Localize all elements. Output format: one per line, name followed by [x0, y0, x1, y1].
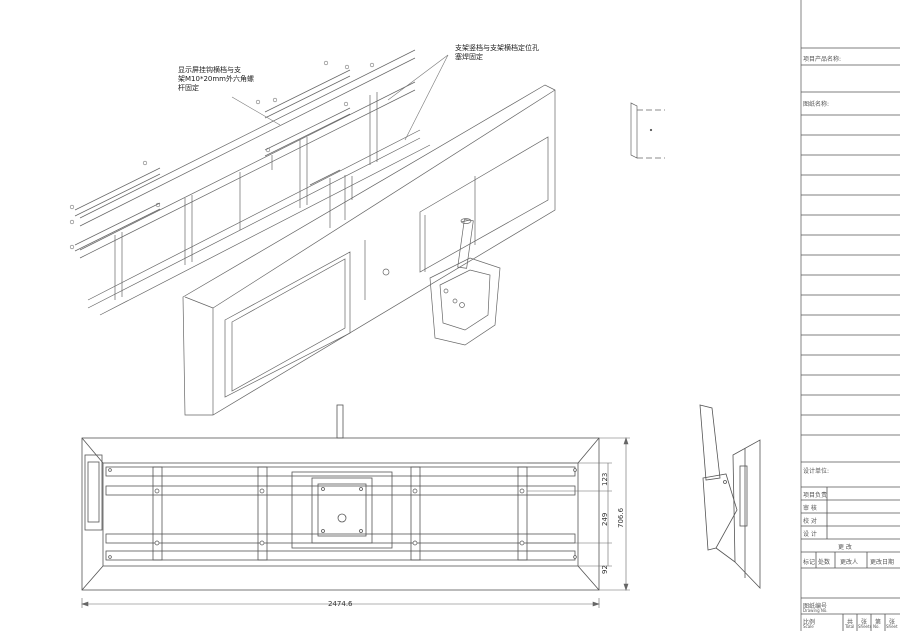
tb-drawing-name: 图纸名称: [803, 101, 830, 108]
tb-change-col-count: 处数 [818, 559, 831, 566]
tb-sheet-total-en: Total [845, 624, 855, 629]
tb-project-name: 项目产品名称: [803, 56, 842, 63]
tb-change-col-mark: 标记 [803, 559, 816, 566]
tb-row-review: 审 核 [803, 505, 817, 512]
display-housing-iso [182, 84, 556, 416]
tb-sheet-total-unit: 张 [861, 619, 868, 626]
tb-drawing-number-en: Drawing No. [803, 608, 828, 613]
title-block-frame [800, 0, 900, 631]
dimension-lines [81, 437, 630, 608]
tb-sheet-total-unit-en: Sheets [858, 624, 872, 629]
note-hook-fixing: 显示屏挂钩横档与支 架M10*20mm外六角螺 杆固定 [178, 66, 254, 92]
exploded-rack-frame [74, 49, 431, 316]
tb-change-col-person: 更改人 [840, 559, 859, 566]
tb-row-project-lead: 项目负责 [803, 492, 828, 499]
elevation-bolts [108, 468, 577, 559]
tb-sheet-no: 第 [875, 619, 882, 626]
note-leaders [231, 54, 449, 141]
tb-change-col-date: 更改日期 [870, 559, 895, 566]
tb-change-header: 更 改 [838, 544, 852, 551]
note-weld-fixing: 支架竖档与支架横档定位孔 塞焊固定 [455, 44, 539, 61]
tb-drawing-number: 图纸编号 [803, 603, 828, 610]
tb-row-design: 设 计 [803, 531, 817, 538]
dim-overall-height: 706.6 [617, 507, 625, 528]
tb-sheet-no-unit-en: Sheet [886, 624, 898, 629]
tb-sheet-no-en: No. [873, 624, 880, 629]
tb-scale: 比例 [803, 619, 816, 626]
side-profile-small [630, 102, 665, 159]
rack-bolts [69, 60, 375, 250]
tb-design-unit: 设计单位: [803, 468, 830, 475]
side-elevation [699, 404, 761, 589]
front-elevation [81, 404, 600, 591]
dim-overall-width: 2474.6 [328, 600, 353, 608]
tb-scale-en: Scale [803, 624, 814, 629]
tb-row-check: 校 对 [803, 518, 817, 525]
dim-middle-gap: 249 [601, 512, 609, 526]
dim-bottom-gap: 92 [601, 565, 609, 574]
dim-top-gap: 123 [601, 472, 609, 486]
tb-sheet-no-unit: 张 [889, 619, 896, 626]
tb-sheet-total: 共 [847, 619, 854, 626]
